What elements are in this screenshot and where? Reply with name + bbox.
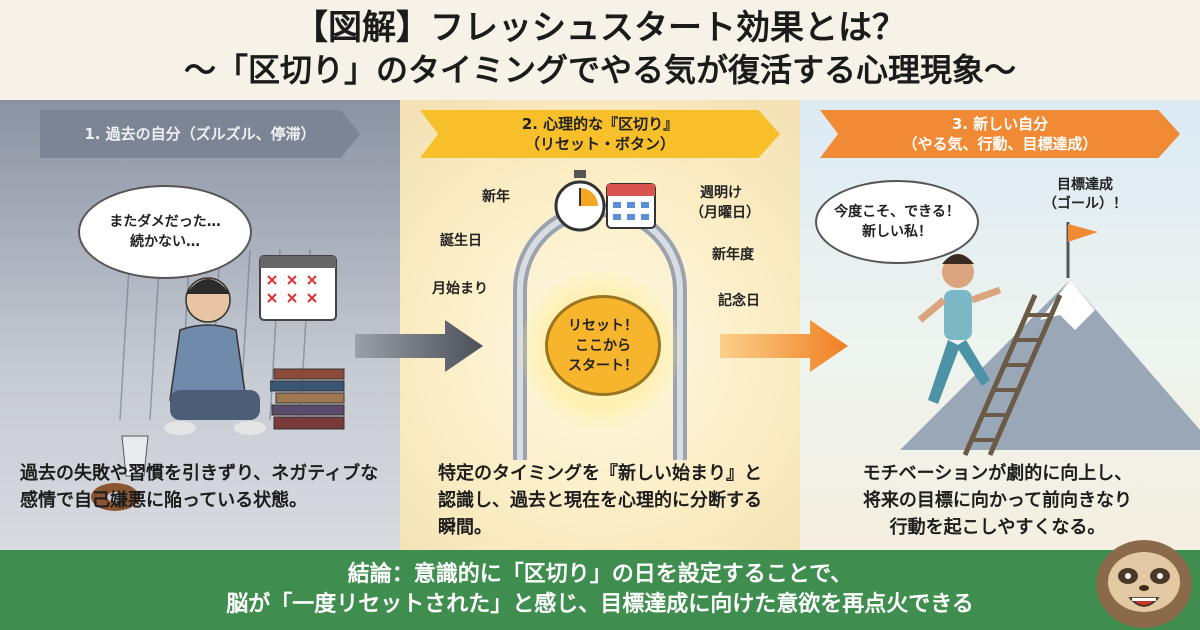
calendar-icon [606, 183, 656, 229]
climbing-woman-icon [917, 254, 1002, 404]
bubble-line: 今度こそ、できる！ [834, 204, 960, 220]
goal-flag-icon [1066, 222, 1098, 278]
trigger-new-fiscal-year: 新年度 [712, 247, 754, 263]
bubble-line: またダメだった… [109, 214, 221, 230]
arrow-past-to-reset [355, 320, 483, 372]
bubble-line: 新しい私！ [861, 224, 932, 240]
panel-past-self: 1. 過去の自分（ズルズル、停滞） またダメだった… 続かない… [0, 100, 400, 550]
goal-label-line: （ゴール）！ [1043, 196, 1127, 212]
title-area: 【図解】フレッシュスタート効果とは？ 〜「区切り」のタイミングでやる気が復活する… [0, 0, 1200, 100]
stopwatch-icon [554, 170, 606, 232]
trigger-birthday: 誕生日 [440, 233, 482, 249]
trigger-monday: （月曜日） [690, 205, 760, 221]
trigger-new-year: 新年 [482, 189, 510, 205]
cup-icon [121, 435, 149, 477]
thought-bubble-past: またダメだった… 続かない… [78, 185, 252, 279]
conclusion-line: 結論：意識的に「区切り」の日を設定することで、 [347, 562, 853, 587]
thought-bubble-new: 今度こそ、できる！ 新しい私！ [815, 180, 979, 264]
banner-line: （リセット・ボタン） [524, 135, 675, 153]
page-subtitle: 〜「区切り」のタイミングでやる気が復活する心理現象〜 [183, 51, 1016, 89]
banner-new-self: 3. 新しい自分 （やる気、行動、目標達成） [820, 110, 1180, 158]
arrow-reset-to-new [720, 320, 848, 372]
panel-new-self: 3. 新しい自分 （やる気、行動、目標達成） 今度こそ、できる！ [800, 100, 1200, 550]
desc-line: 将来の目標に向かって前向きなり [862, 490, 1133, 511]
mountain-icon [900, 280, 1200, 450]
banner-past: 1. 過去の自分（ズルズル、停滞） [40, 110, 360, 158]
banner-reset: 2. 心理的な『区切り』 （リセット・ボタン） [420, 110, 780, 158]
bubble-line: 続かない… [130, 234, 200, 250]
desc-reset: 特定のタイミングを『新しい始まり』と認識し、過去と現在を心理的に分断する瞬間。 [438, 463, 762, 538]
desc-line: 行動を起こしやすくなる。 [889, 517, 1106, 538]
trigger-month-start: 月始まり [432, 281, 488, 297]
trigger-anniversary: 記念日 [718, 293, 760, 309]
reset-button-icon[interactable]: リセット！ ここから スタート！ [545, 295, 661, 396]
sloth-mascot-icon [1096, 540, 1192, 628]
conclusion-bar: 結論：意識的に「区切り」の日を設定することで、 脳が「一度リセットされた」と感じ… [0, 550, 1200, 630]
banner-line: 3. 新しい自分 [951, 115, 1049, 133]
desc-line: モチベーションが劇的に向上し、 [862, 463, 1133, 484]
book-stack-icon [270, 368, 345, 430]
trigger-week-start: 週明け [700, 185, 742, 201]
banner-line: （やる気、行動、目標達成） [902, 135, 1098, 153]
donut-icon [91, 483, 139, 511]
depressed-person-icon [164, 277, 266, 435]
desc-new-self: モチベーションが劇的に向上し、 将来の目標に向かって前向きなり 行動を起こしやす… [815, 460, 1180, 541]
goal-label: 目標達成 （ゴール）！ [1030, 176, 1140, 214]
page-title: 【図解】フレッシュスタート効果とは？ [294, 8, 906, 48]
banner-line: 2. 心理的な『区切り』 [521, 115, 679, 133]
reset-button-line: スタート！ [568, 357, 638, 374]
reset-button-line: ここから [575, 337, 631, 354]
desc-past: 過去の失敗や習慣を引きずり、ネガティブな感情で自己嫌悪に陥っている状態。 [20, 463, 379, 511]
conclusion-line: 脳が「一度リセットされた」と感じ、目標達成に向けた意欲を再点火できる [226, 592, 974, 617]
ladder-icon [962, 293, 1063, 457]
panel-reset: 2. 心理的な『区切り』 （リセット・ボタン） 新年 誕生日 月始まり 週明け … [400, 100, 800, 550]
calendar-crossed-icon [259, 255, 337, 321]
goal-label-line: 目標達成 [1057, 177, 1113, 193]
reset-button-line: リセット！ [568, 317, 638, 334]
